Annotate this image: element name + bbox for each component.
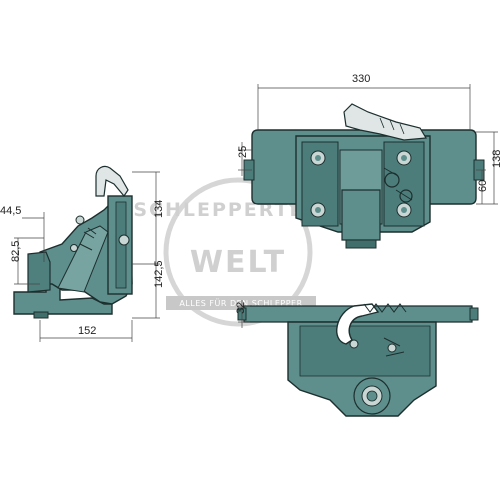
side-foot [33,311,49,319]
dim-60: 60 [477,180,489,192]
side-view-dimensions [14,171,160,342]
side-rib-plate [57,225,109,293]
dim-44-5: 44,5 [0,205,21,217]
top-view-pin-right [387,343,397,353]
dim-142-5: 142,5 [153,260,165,288]
side-bolt-2 [75,215,85,225]
dim-134: 134 [153,200,165,218]
dim-32: 32 [235,302,247,314]
dim-82-5: 82,5 [10,241,22,262]
side-jaw-block [27,251,51,293]
front-view [243,103,485,249]
top-view-spring [363,303,407,313]
front-cotter-ring-2 [399,189,413,203]
watermark-band-text: ALLES FÜR DEN SCHLEPPER [179,298,302,308]
side-latch-lever [95,165,129,198]
side-bolt-1 [118,234,130,246]
top-view-dimensions [238,300,250,328]
dim-138: 138 [491,150,500,168]
top-view [237,303,479,417]
front-hook-head [341,189,381,241]
dim-152: 152 [78,325,96,337]
dim-25: 25 [237,146,249,158]
top-view-pin-left [349,339,359,349]
top-view-latch-lever [336,303,380,345]
side-bolt-3 [70,244,78,252]
front-view-dimensions [238,84,498,205]
side-spring-pin [79,227,97,251]
watermark-center-text: WELT [190,245,286,280]
side-view [13,165,133,319]
dim-330: 330 [352,73,370,85]
front-latch-lever [343,103,428,141]
